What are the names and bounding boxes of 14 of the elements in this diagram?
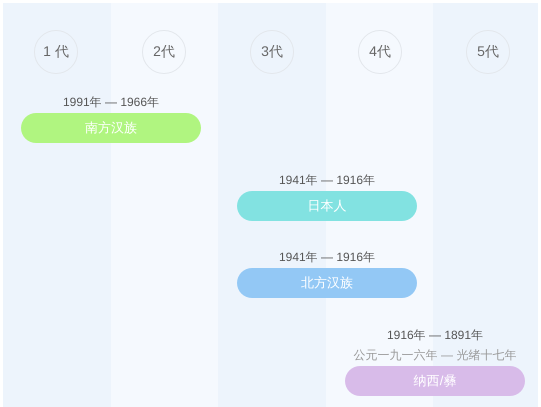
- lineage-bar: 北方汉族: [237, 268, 417, 298]
- date-range: 1916年 — 1891年: [386, 328, 484, 342]
- date-range: 1991年 — 1966年: [62, 95, 160, 109]
- generation-circle: 1 代: [34, 30, 78, 74]
- lineage-bar: 纳西/彝: [345, 366, 525, 396]
- generation-circle: 2代: [142, 30, 186, 74]
- lineage-bar: 日本人: [237, 191, 417, 221]
- generation-circle: 4代: [358, 30, 402, 74]
- generation-circle: 5代: [466, 30, 510, 74]
- era-date-range: 公元一九一六年 — 光绪十七年: [354, 348, 516, 362]
- lineage-bar: 南方汉族: [21, 113, 201, 143]
- date-range: 1941年 — 1916年: [278, 250, 376, 264]
- generation-circle: 3代: [250, 30, 294, 74]
- date-range: 1941年 — 1916年: [278, 173, 376, 187]
